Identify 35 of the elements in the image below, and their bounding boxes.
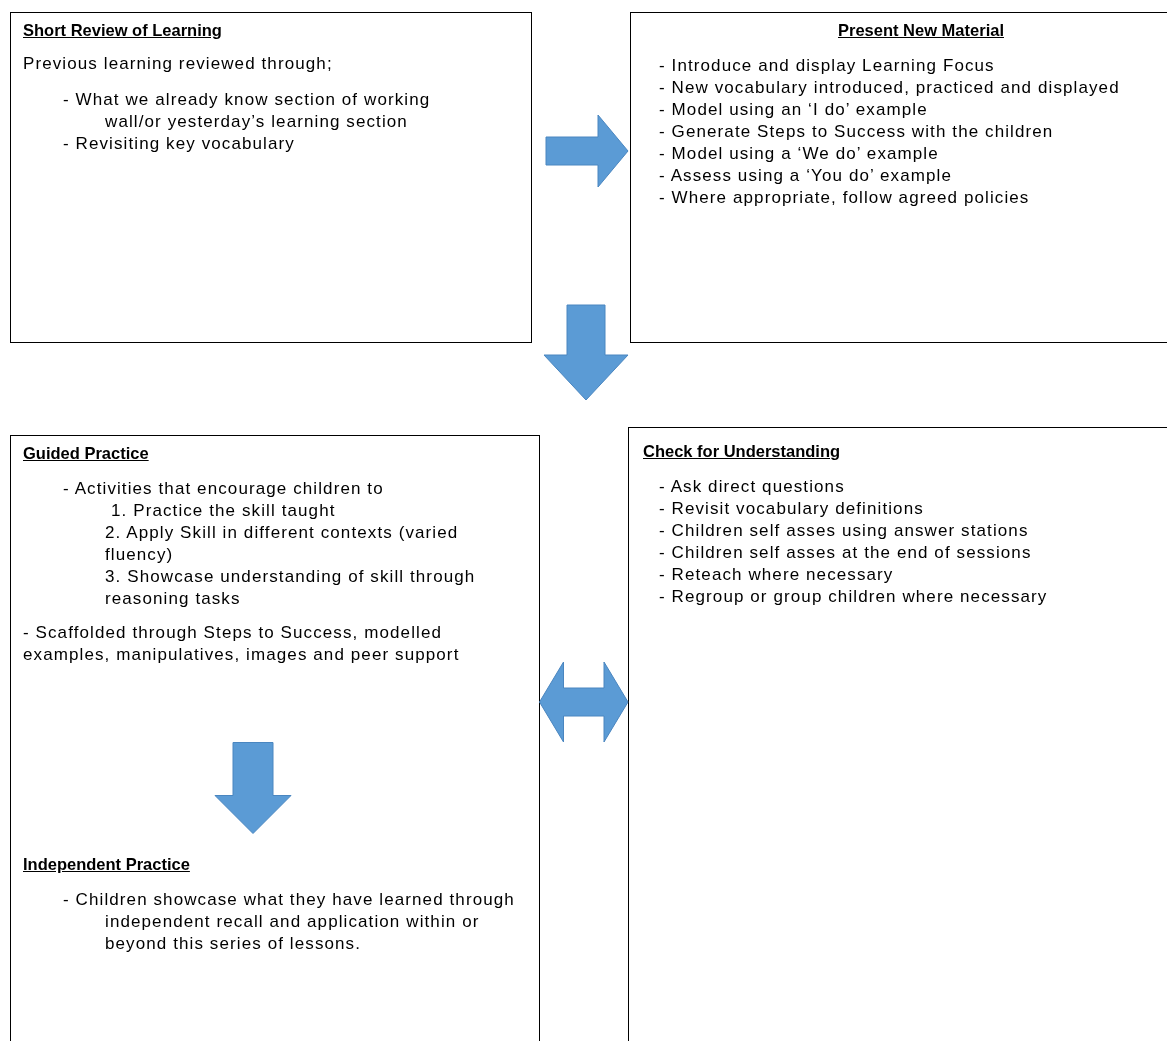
content-box: [10, 12, 532, 343]
bullet-item: - Children self asses at the end of sessions: [659, 542, 1033, 564]
bullet-item: - Regroup or group children where necessary: [659, 586, 1049, 608]
content-box: [628, 427, 1167, 1041]
bullet-item: - Model using an ‘I do’ example: [659, 99, 929, 121]
bullet-item: - Reteach where necessary: [659, 564, 895, 586]
bullet-item: - Introduce and display Learning Focus: [659, 55, 996, 77]
bullet-item: - Generate Steps to Success with the children: [659, 121, 1055, 143]
bullet-item: - Model using a ‘We do’ example: [659, 143, 940, 165]
heading: Short Review of Learning: [23, 20, 223, 41]
block-arrow: [545, 114, 629, 188]
text-line: Previous learning reviewed through;: [23, 53, 334, 75]
bullet-item: - New vocabulary introduced, practiced and displayed: [659, 77, 1121, 99]
heading: Present New Material: [837, 20, 1005, 41]
bullet-item: - Children showcase what they have learned through independent recall and application within or beyond this series of lessons.: [63, 889, 516, 955]
bullet-item: - Revisiting key vocabulary: [63, 133, 296, 155]
heading: Guided Practice: [23, 443, 150, 464]
block-arrow: [543, 304, 629, 401]
text-line: 1. Practice the skill taught: [111, 500, 337, 522]
text-line: 2. Apply Skill in different contexts (varied fluency): [105, 522, 460, 566]
bullet-item: - Ask direct questions: [659, 476, 846, 498]
bullet-item: - What we already know section of working wall/or yesterday’s learning section: [63, 89, 432, 133]
heading: Check for Understanding: [643, 441, 842, 462]
content-box: [630, 12, 1167, 343]
block-arrow: [214, 742, 292, 834]
block-arrow: [539, 661, 629, 743]
text-line: - Scaffolded through Steps to Success, modelled examples, manipulatives, images and peer support: [23, 622, 461, 666]
text-line: 3. Showcase understanding of skill through reasoning tasks: [105, 566, 477, 610]
bullet-item: - Where appropriate, follow agreed policies: [659, 187, 1031, 209]
content-box: [10, 435, 540, 1041]
bullet-item: - Activities that encourage children to: [63, 478, 385, 500]
heading: Independent Practice: [23, 854, 191, 875]
bullet-item: - Revisit vocabulary definitions: [659, 498, 925, 520]
bullet-item: - Assess using a ‘You do’ example: [659, 165, 954, 187]
bullet-item: - Children self asses using answer stations: [659, 520, 1030, 542]
